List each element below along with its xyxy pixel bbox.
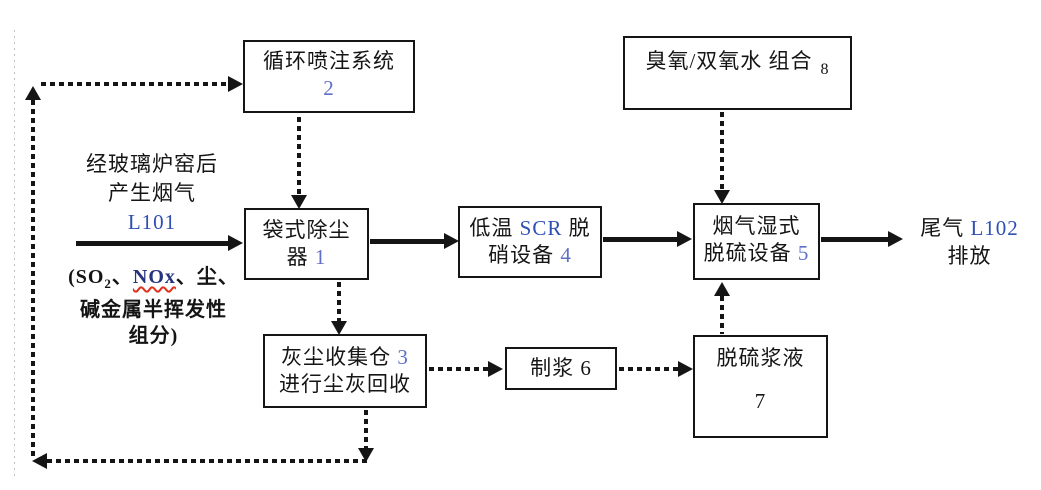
dotted-fgdslurry-to-wetfgd bbox=[720, 296, 724, 334]
box-dust-bin-line1: 灰尘收集仓 3 bbox=[281, 345, 409, 369]
arrow-bagfilter-to-scr bbox=[370, 239, 446, 244]
box-ozone-peroxide: 臭氧/双氧水 组合 8 bbox=[623, 36, 852, 110]
box-wet-fgd-line2: 脱硫设备 5 bbox=[703, 241, 810, 265]
box-scr-denox-line2: 硝设备 4 bbox=[488, 243, 572, 267]
box-ozone-peroxide-label: 臭氧/双氧水 组合 bbox=[645, 49, 813, 73]
composition-note: (SO2、NOx、尘、 碱金属半挥发性 组分) bbox=[46, 264, 261, 349]
recycle-loop-to-injection-head bbox=[228, 76, 243, 92]
recycle-loop-top-segment bbox=[41, 82, 229, 86]
arrow-wetfgd-to-outlet bbox=[821, 237, 890, 242]
arrow-scr-to-wetfgd bbox=[603, 237, 679, 242]
composition-line2: 碱金属半挥发性 bbox=[80, 299, 227, 321]
dotted-fgdslurry-to-wetfgd-head bbox=[714, 282, 730, 296]
dotted-dustbin-to-slurrymaking bbox=[429, 367, 489, 371]
arrow-wetfgd-to-outlet-head bbox=[888, 231, 903, 247]
arrow-bagfilter-to-scr-head bbox=[444, 233, 459, 249]
dotted-slurrymaking-to-fgdslurry bbox=[619, 367, 679, 371]
recycle-loop-down-segment bbox=[364, 410, 368, 450]
recycle-loop-left-head bbox=[32, 453, 47, 469]
arrow-source-to-bagfilter-head bbox=[228, 235, 243, 251]
composition-line3: 组分) bbox=[128, 325, 179, 347]
recycle-loop-up-segment bbox=[31, 100, 35, 460]
recycle-loop-down-head bbox=[358, 448, 374, 462]
source-gas-line1: 经玻璃炉窑后 bbox=[86, 152, 218, 176]
stream-code-l102: L102 bbox=[970, 216, 1019, 240]
box-slurry-making: 制浆 6 bbox=[505, 347, 617, 390]
dotted-dustbin-to-slurrymaking-head bbox=[488, 361, 503, 377]
source-gas-label: 经玻璃炉窑后 产生烟气 L101 bbox=[62, 150, 242, 237]
dotted-bagfilter-to-dustbin-head bbox=[331, 321, 347, 335]
dotted-bagfilter-to-dustbin bbox=[337, 282, 341, 322]
dotted-ozone-to-wetfgd-head bbox=[714, 190, 730, 204]
dotted-slurrymaking-to-fgdslurry-head bbox=[678, 361, 693, 377]
box-wet-fgd-line1: 烟气湿式 bbox=[712, 214, 801, 238]
dotted-injection-to-bagfilter bbox=[297, 117, 301, 196]
arrow-source-to-bagfilter bbox=[76, 241, 230, 246]
arrow-scr-to-wetfgd-head bbox=[677, 231, 692, 247]
box-fgd-slurry-line1: 脱硫浆液 bbox=[716, 346, 805, 370]
composition-line1: (SO2、NOx、尘、 bbox=[68, 266, 239, 291]
recycle-loop-bottom-segment bbox=[47, 459, 367, 463]
dotted-injection-to-bagfilter-head bbox=[291, 195, 307, 209]
page-margin-line bbox=[14, 30, 15, 478]
recycle-loop-up-head bbox=[25, 86, 41, 100]
stream-code-l101: L101 bbox=[127, 210, 177, 234]
box-dust-bin-line2: 进行尘灰回收 bbox=[279, 372, 411, 396]
source-gas-line2: 产生烟气 bbox=[108, 181, 196, 205]
box-wet-fgd: 烟气湿式 脱硫设备 5 bbox=[693, 203, 820, 280]
box-fgd-slurry: 脱硫浆液 7 bbox=[693, 335, 828, 438]
outlet-label: 尾气 L102 排放 bbox=[902, 214, 1037, 270]
outlet-line1: 尾气 L102 bbox=[920, 216, 1019, 240]
box-scr-denox: 低温 SCR 脱 硝设备 4 bbox=[458, 206, 602, 278]
box-fgd-slurry-num: 7 bbox=[754, 389, 767, 413]
box-injection-system-num: 2 bbox=[323, 76, 335, 100]
outlet-line2: 排放 bbox=[947, 244, 992, 268]
box-ozone-peroxide-num: 8 bbox=[820, 61, 830, 78]
box-bag-filter-line1: 袋式除尘 bbox=[262, 218, 351, 242]
box-injection-system: 循环喷注系统 2 bbox=[243, 40, 415, 113]
box-bag-filter-line2: 器 1 bbox=[286, 245, 327, 269]
box-bag-filter: 袋式除尘 器 1 bbox=[244, 208, 369, 280]
box-scr-denox-line1: 低温 SCR 脱 bbox=[469, 216, 591, 240]
nox-misspell-underline: NOx bbox=[132, 266, 176, 288]
box-dust-bin: 灰尘收集仓 3 进行尘灰回收 bbox=[263, 334, 427, 408]
box-injection-system-label: 循环喷注系统 bbox=[263, 49, 395, 73]
dotted-ozone-to-wetfgd bbox=[720, 112, 724, 191]
box-slurry-making-label: 制浆 6 bbox=[530, 356, 592, 380]
